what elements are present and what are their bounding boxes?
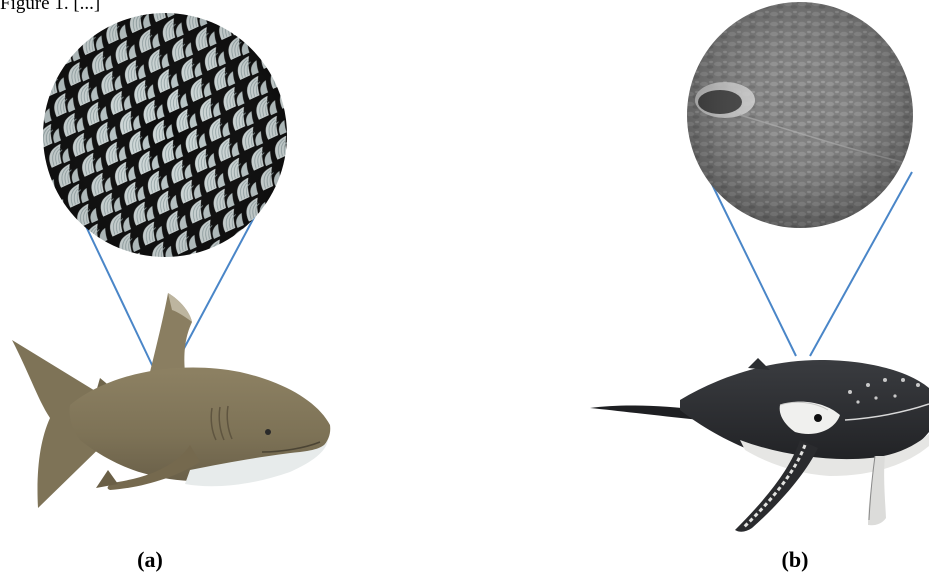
whale-skin-closeup xyxy=(680,0,920,240)
shark-illustration xyxy=(12,293,330,508)
panel-a-caption: (a) xyxy=(137,547,163,572)
denticle-closeup xyxy=(40,10,290,260)
whale-illustration xyxy=(590,358,929,532)
panel-a: (a) xyxy=(12,10,330,572)
panel-b-caption: (b) xyxy=(782,547,809,572)
panel-b: (b) xyxy=(590,0,929,572)
